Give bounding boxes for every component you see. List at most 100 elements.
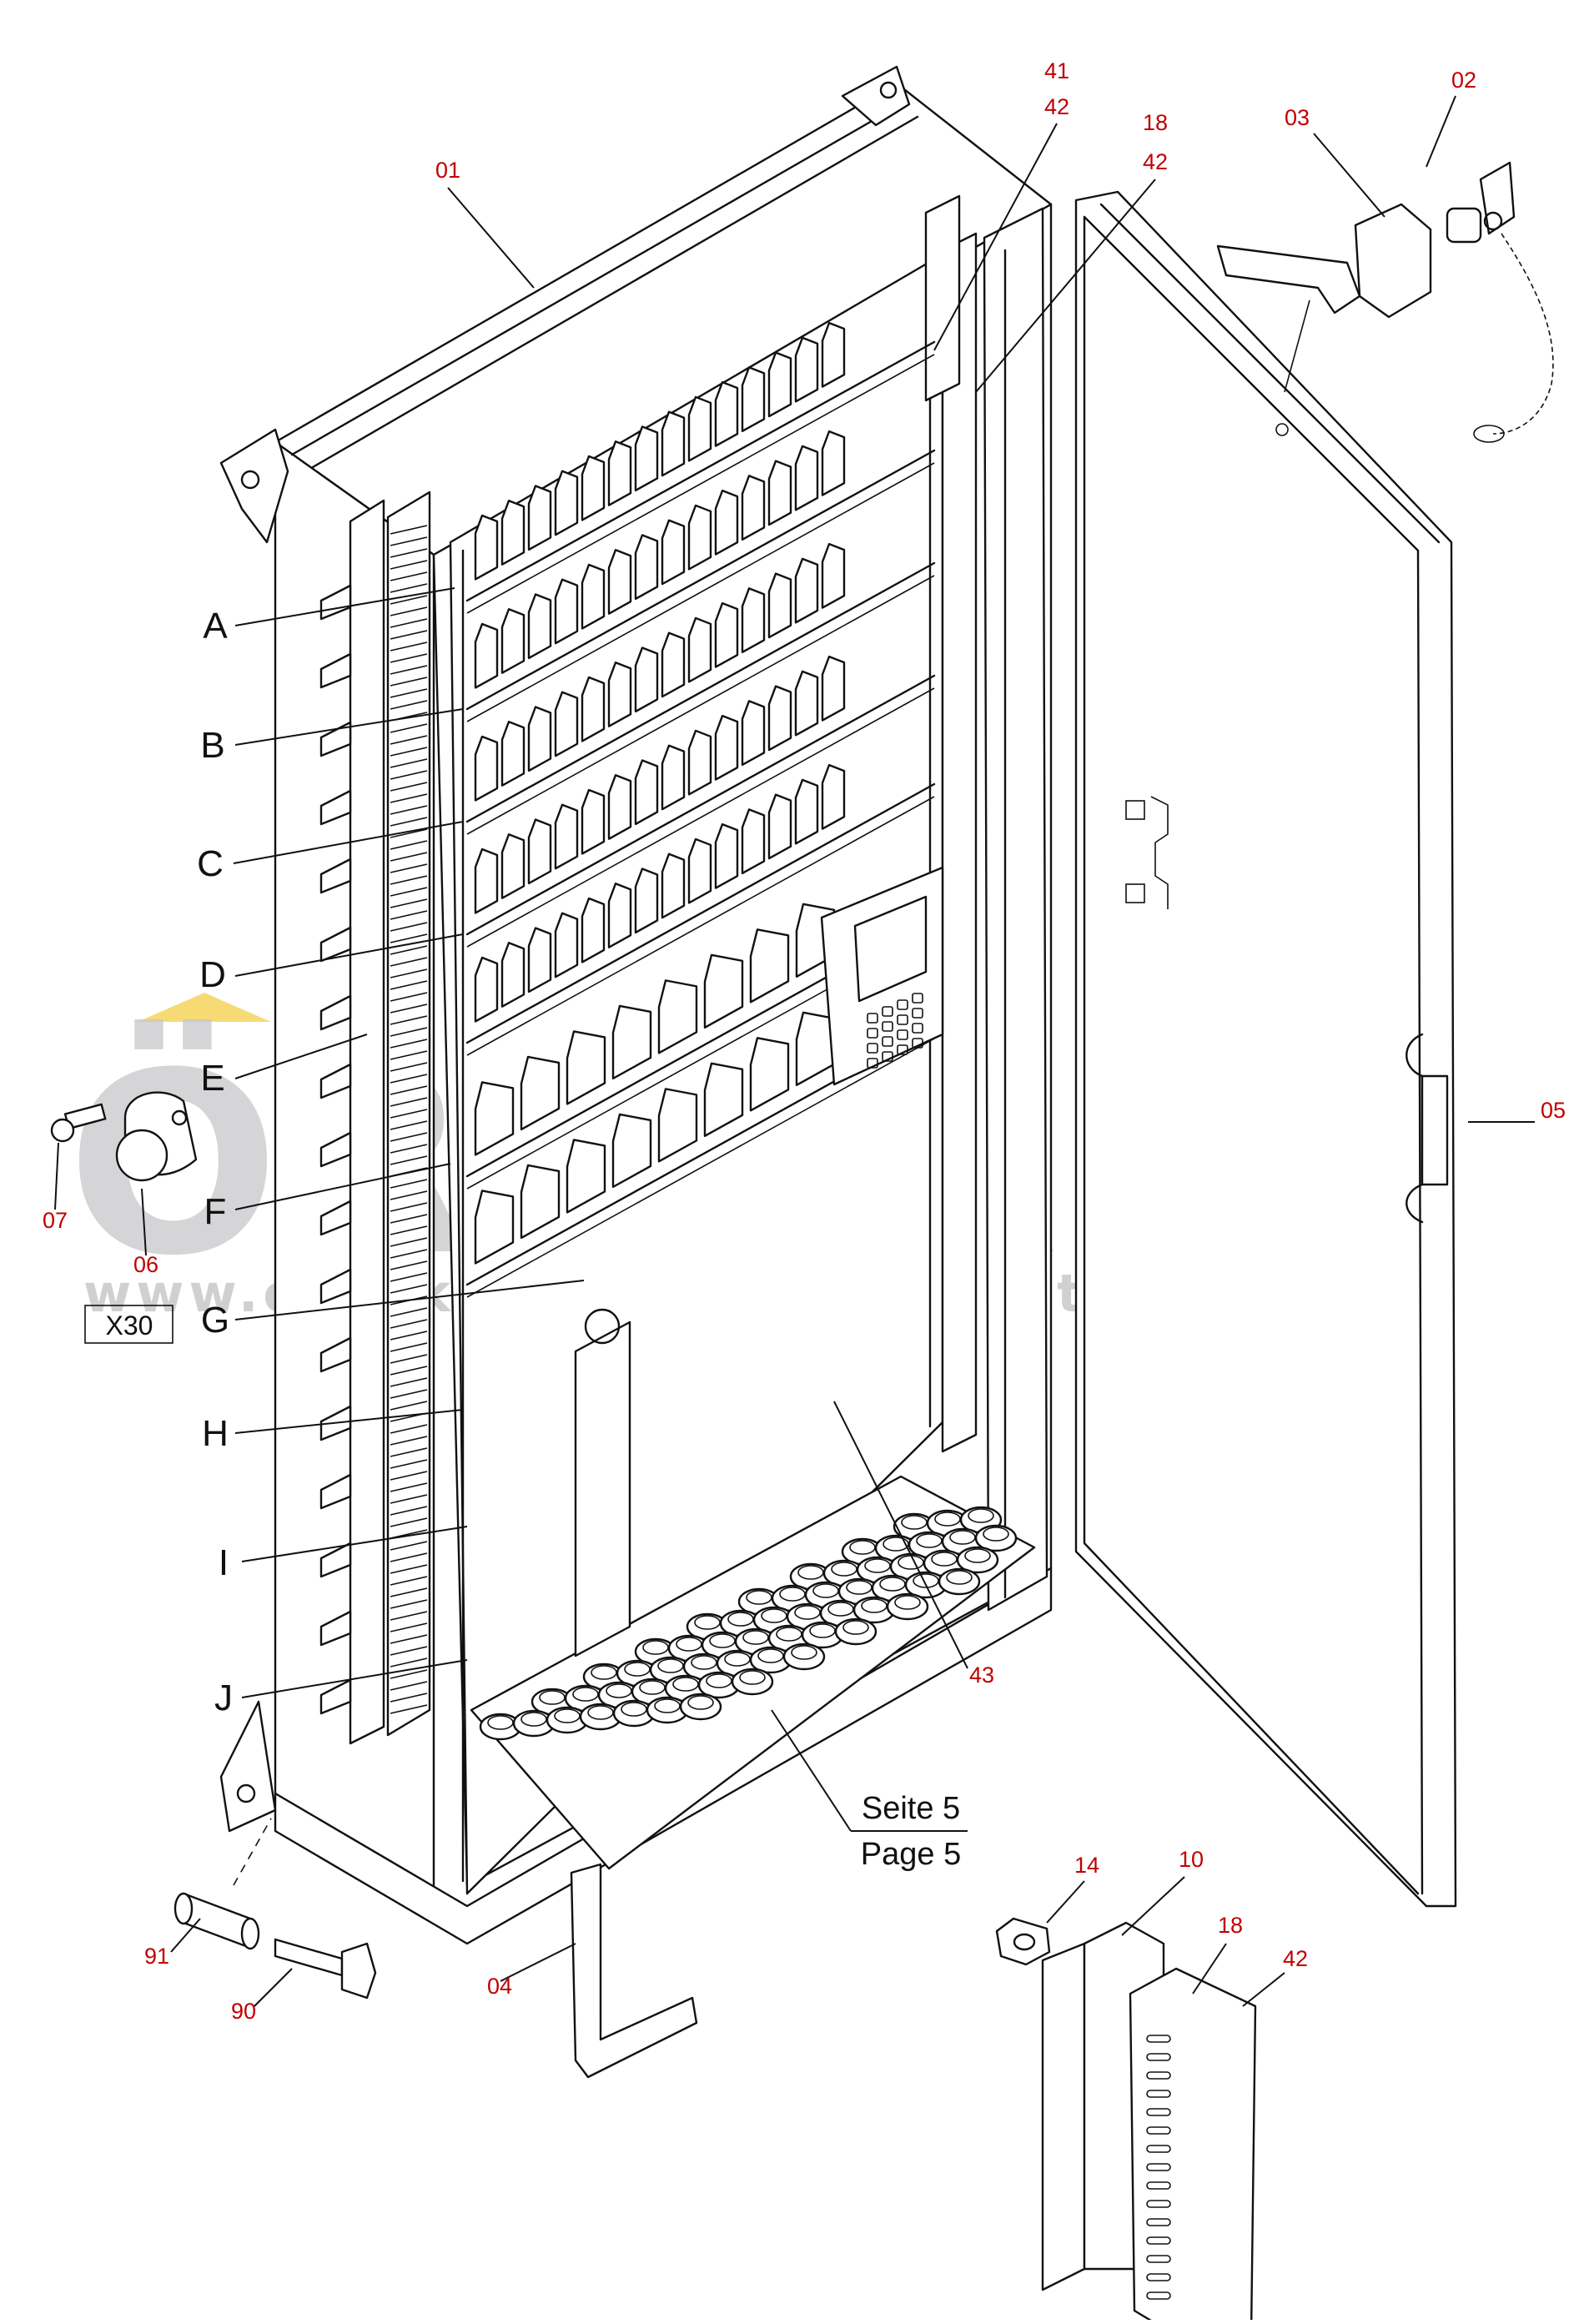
leader-line — [1192, 1943, 1227, 1995]
keypad-key — [912, 1023, 923, 1034]
rail-tick — [390, 1517, 428, 1527]
section-letter-f: F — [204, 1191, 227, 1232]
callout-10: 10 — [1179, 1847, 1204, 1872]
cable-gland-top — [791, 1645, 817, 1660]
rail-tick — [390, 536, 428, 546]
leader-line — [447, 187, 535, 289]
relay-module — [520, 1164, 561, 1240]
rail-tick — [390, 782, 428, 792]
cable-gland — [886, 1592, 929, 1621]
relay-module — [607, 440, 632, 506]
callout-07: 07 — [43, 1208, 68, 1233]
side-tab — [319, 1678, 352, 1715]
leader-line — [234, 1034, 368, 1079]
cabinet-bottom-lip — [274, 1567, 1053, 1945]
cable-gland-top — [687, 1695, 714, 1710]
callout-01: 01 — [435, 158, 460, 183]
cable-gland-top — [968, 1508, 994, 1523]
side-tab — [319, 1542, 352, 1578]
rail-tick — [390, 548, 428, 558]
profile-slot — [1146, 2035, 1171, 2043]
rail-tick — [390, 1552, 428, 1562]
relay-module — [527, 818, 552, 885]
relay-module — [794, 445, 819, 511]
relay-module — [554, 803, 579, 870]
side-tab — [319, 789, 352, 826]
din-rail — [465, 449, 936, 711]
rail-tick — [390, 677, 428, 687]
relay-module — [500, 721, 525, 787]
callout-06: 06 — [133, 1252, 158, 1277]
leader-line — [1242, 1972, 1285, 2007]
gland-plate — [470, 1475, 1036, 1870]
terminal-rails — [319, 490, 431, 1745]
rail-tick — [390, 805, 428, 815]
rail-tick — [390, 735, 428, 745]
relay-module — [474, 1081, 515, 1156]
section-letter-g: G — [201, 1300, 229, 1341]
rail-tick — [390, 957, 428, 967]
relay-module — [714, 601, 739, 668]
side-tab — [319, 994, 352, 1031]
rail-tick — [390, 945, 428, 955]
profile-slot — [1146, 2200, 1171, 2208]
side-tab — [319, 584, 352, 621]
x30-box — [84, 1305, 173, 1344]
rail-tick — [390, 1097, 428, 1107]
relay-module — [661, 410, 686, 477]
door-handle-assembly — [1216, 161, 1554, 443]
din-rail-edge — [466, 575, 935, 835]
rail-tick — [390, 1587, 428, 1597]
leader-line — [234, 1409, 464, 1434]
rail-tick — [390, 1120, 428, 1130]
relay-module — [527, 706, 552, 772]
door-hinge-symbols — [1125, 796, 1169, 909]
relay-module — [581, 897, 606, 963]
relay-module — [703, 953, 744, 1029]
cable-gland-top — [739, 1670, 766, 1685]
section-letter-d: D — [199, 954, 226, 995]
din-rail — [465, 674, 936, 936]
profile-slot — [1146, 2218, 1171, 2226]
keypad-key — [867, 1043, 878, 1054]
relay-module — [687, 838, 712, 904]
relay-module — [581, 563, 606, 630]
callout-18-top: 18 — [1143, 110, 1168, 135]
profile-slot — [1146, 2163, 1171, 2171]
leader-line — [933, 123, 1058, 351]
rail-tick — [390, 770, 428, 780]
relay-module — [634, 646, 659, 713]
rail-tick — [390, 1657, 428, 1668]
cable-gland — [731, 1668, 774, 1696]
rail-tick — [390, 595, 428, 605]
side-tab — [319, 1610, 352, 1647]
relay-module — [661, 631, 686, 698]
relay-module — [714, 380, 739, 447]
profile-slot — [1146, 2053, 1171, 2061]
relay-module — [474, 956, 499, 1023]
relay-module — [500, 608, 525, 674]
rail-tick — [390, 1307, 428, 1317]
callout-42-top-right: 42 — [1143, 149, 1168, 174]
profile-slots — [1146, 2035, 1171, 2300]
rail-tick — [390, 922, 428, 932]
keypad-key — [882, 1006, 893, 1017]
relay-module — [554, 578, 579, 645]
mounting-bracket-bottom-left — [219, 1700, 277, 1833]
rail-tick — [390, 1190, 428, 1200]
side-mounting-tabs — [319, 584, 352, 1715]
leader-line — [1313, 133, 1385, 218]
callout-05: 05 — [1541, 1098, 1566, 1123]
leader-line — [254, 1968, 293, 2007]
din-rail-edge — [466, 462, 935, 722]
rail-tick — [390, 700, 428, 710]
relay-module — [607, 883, 632, 948]
relay-module — [767, 685, 792, 752]
profile-detail — [995, 1917, 1257, 2324]
rail-tick — [390, 1039, 428, 1049]
page-ref-line1: Seite 5 — [862, 1791, 960, 1826]
relay-module — [607, 774, 632, 840]
keypad-key — [897, 1029, 908, 1040]
